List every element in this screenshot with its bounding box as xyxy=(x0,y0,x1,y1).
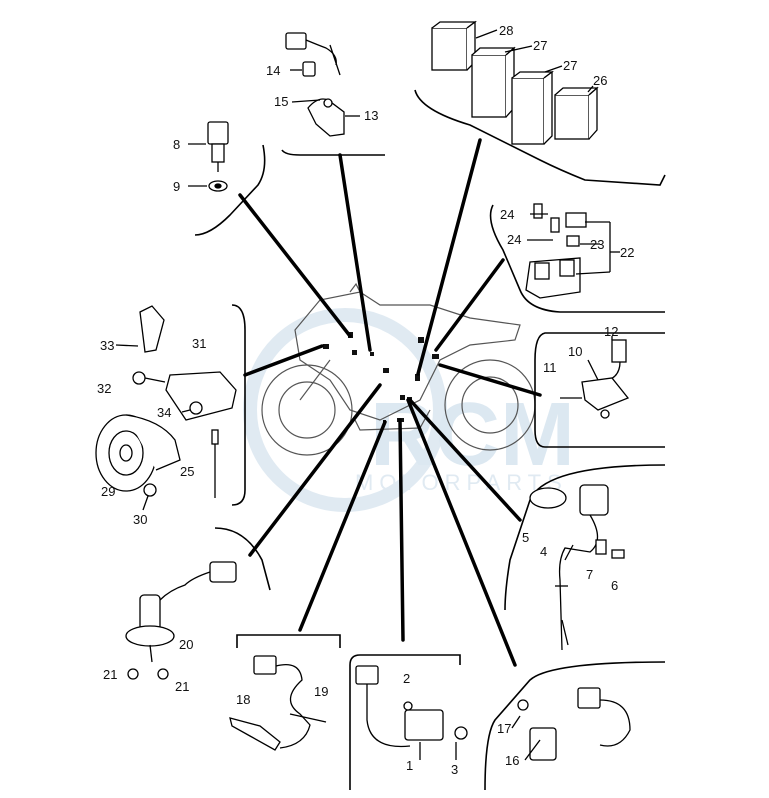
label-5: 5 xyxy=(522,530,529,545)
label-27b: 27 xyxy=(563,58,577,73)
label-25: 25 xyxy=(180,464,194,479)
label-3: 3 xyxy=(451,762,458,777)
label-13: 13 xyxy=(364,108,378,123)
relay-group-26-28 xyxy=(431,20,599,145)
label-6: 6 xyxy=(611,578,618,593)
part-labels: 1 2 3 4 5 6 7 8 9 10 11 12 13 14 15 16 1… xyxy=(97,23,634,777)
label-12: 12 xyxy=(604,324,618,339)
label-30: 30 xyxy=(133,512,147,527)
label-8: 8 xyxy=(173,137,180,152)
label-34: 34 xyxy=(157,405,171,420)
label-32: 32 xyxy=(97,381,111,396)
label-4: 4 xyxy=(540,544,547,559)
label-17: 17 xyxy=(497,721,511,736)
label-10: 10 xyxy=(568,344,582,359)
sensor-13-part xyxy=(285,32,360,137)
label-31: 31 xyxy=(192,336,206,351)
label-24b: 24 xyxy=(507,232,521,247)
label-27a: 27 xyxy=(533,38,547,53)
label-15: 15 xyxy=(274,94,288,109)
sensor-16-part xyxy=(511,687,631,761)
label-19: 19 xyxy=(314,684,328,699)
watermark-sub: MOTORPARTS xyxy=(355,470,568,495)
sensor-4-part xyxy=(529,484,625,651)
label-1: 1 xyxy=(406,758,413,773)
sensor-1-part xyxy=(355,665,468,760)
label-11: 11 xyxy=(543,360,557,375)
label-21a: 21 xyxy=(103,667,117,682)
label-2: 2 xyxy=(403,671,410,686)
motorcycle-outline xyxy=(261,282,536,456)
label-20: 20 xyxy=(179,637,193,652)
label-21b: 21 xyxy=(175,679,189,694)
starter-relay-22 xyxy=(525,203,620,299)
sensor-10-part xyxy=(560,336,630,419)
label-18: 18 xyxy=(236,692,250,707)
label-29: 29 xyxy=(101,484,115,499)
leader-lines xyxy=(238,138,542,667)
label-24a: 24 xyxy=(500,207,514,222)
sensor-20-part xyxy=(125,561,237,680)
label-23: 23 xyxy=(590,237,604,252)
horn-29 xyxy=(95,305,237,511)
oxygen-sensor-18 xyxy=(229,655,327,751)
label-22: 22 xyxy=(620,245,634,260)
label-26: 26 xyxy=(593,73,607,88)
label-33: 33 xyxy=(100,338,114,353)
label-28: 28 xyxy=(499,23,513,38)
sensor-8-part xyxy=(188,121,229,192)
label-16: 16 xyxy=(505,753,519,768)
label-9: 9 xyxy=(173,179,180,194)
label-14: 14 xyxy=(266,63,280,78)
label-7: 7 xyxy=(586,567,593,582)
